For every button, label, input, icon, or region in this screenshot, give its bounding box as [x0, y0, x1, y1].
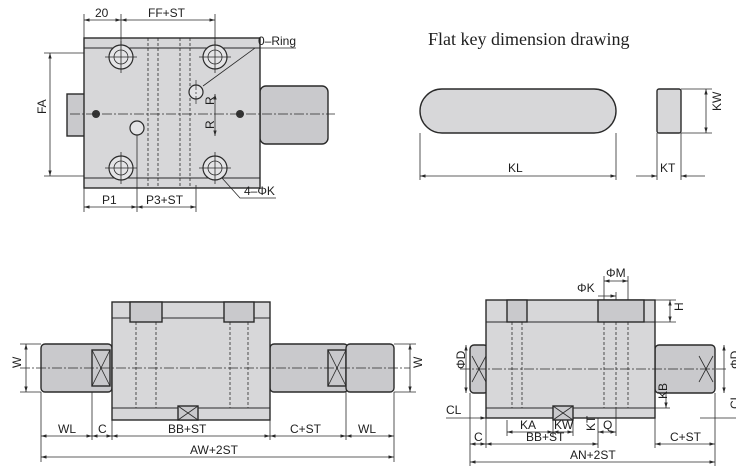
- dim-phik: ΦK: [577, 281, 595, 295]
- dim-aw-2st: AW+2ST: [190, 443, 239, 457]
- flat-key-side: [419, 88, 617, 134]
- dim-r-upper: R: [203, 96, 217, 105]
- dim-kw-r: KW: [554, 418, 574, 432]
- dim-q: Q: [603, 418, 612, 432]
- dim-kl: KL: [508, 161, 523, 175]
- dim-fa: FA: [35, 99, 49, 114]
- dim-c-r: C: [474, 430, 483, 444]
- dim-kt-r: KT: [584, 415, 598, 431]
- front-view-right: [446, 276, 736, 466]
- dim-r-lower: R: [203, 120, 217, 129]
- dim-ff-st: FF+ST: [148, 6, 186, 20]
- dim-phid-right: ΦD: [728, 350, 736, 369]
- front-view-left: [20, 301, 416, 462]
- dim-an-2st: AN+2ST: [570, 448, 616, 462]
- dim-bb-st: BB+ST: [168, 422, 207, 436]
- dim-kw: KW: [710, 91, 724, 111]
- top-view: [44, 14, 335, 212]
- flat-key-views: [419, 88, 712, 180]
- dim-w-right: W: [411, 356, 425, 368]
- dim-bb-st-r: BB+ST: [526, 430, 565, 444]
- dim-cl-left: CL: [446, 403, 462, 417]
- corner-hole-bl: [105, 152, 137, 184]
- top-cap-right: [223, 301, 255, 323]
- flat-key-end: [656, 88, 682, 134]
- corner-hole-tl: [105, 41, 137, 73]
- corner-hole-tr: [199, 41, 231, 73]
- dim-c-st: C+ST: [290, 422, 322, 436]
- dim-wl-right: WL: [358, 422, 376, 436]
- dim-kb: KB: [656, 383, 670, 399]
- dim-wl-left: WL: [58, 422, 76, 436]
- dim-c-left: C: [98, 422, 107, 436]
- top-cap-right-r: [597, 299, 645, 323]
- dim-phid-left: ΦD: [454, 350, 468, 369]
- right-shaft-stub: [259, 85, 329, 145]
- port-hole-center: [129, 120, 145, 136]
- dim-h: H: [672, 302, 686, 311]
- top-cap-left: [129, 301, 163, 323]
- dim-cl-right: CL: [728, 393, 736, 409]
- dim-kt: KT: [660, 161, 676, 175]
- dim-p1: P1: [102, 193, 117, 207]
- oring-label: 0–Ring: [258, 34, 296, 48]
- dim-ka: KA: [520, 418, 536, 432]
- diagram-title: Flat key dimension drawing: [428, 29, 629, 49]
- dim-p3-st: P3+ST: [146, 193, 184, 207]
- dim-w-left: W: [10, 356, 24, 368]
- dim-20: 20: [95, 6, 109, 20]
- corner-hole-br: [199, 152, 231, 184]
- top-cap-left-r: [506, 299, 528, 323]
- dim-4-phik: 4–ΦK: [244, 184, 275, 198]
- dim-phim: ΦM: [606, 266, 626, 280]
- dim-c-st-r: C+ST: [670, 430, 702, 444]
